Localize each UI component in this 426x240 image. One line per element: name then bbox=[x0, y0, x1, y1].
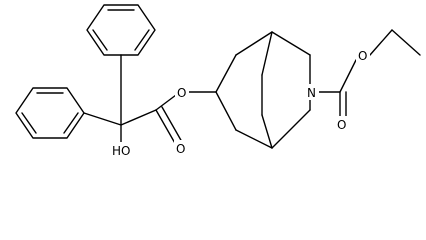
carbonyl-oxygen-label: O bbox=[176, 142, 185, 156]
ethyl-terminal-bond bbox=[391, 29, 421, 56]
bridge-bond-3 bbox=[261, 114, 273, 149]
carbamate-carbonyl-oxygen-label: O bbox=[337, 118, 346, 132]
core-bond-4 bbox=[235, 129, 273, 149]
ester-carbonyl-bond-2 bbox=[161, 106, 183, 143]
left-phenyl-inner-bond-3 bbox=[21, 112, 37, 134]
structure-canvas: HO O O N O O bbox=[15, 4, 421, 158]
ester-oxygen-label: O bbox=[177, 86, 186, 100]
ester-group bbox=[155, 91, 217, 146]
atom-labels: HO O O N O O bbox=[112, 47, 370, 158]
hydroxyl-label: HO bbox=[112, 144, 130, 158]
chemical-structure-drawing: HO O O N O O bbox=[15, 4, 421, 158]
carbamate-group bbox=[317, 29, 421, 119]
carbamate-ether-oxygen-label: O bbox=[358, 49, 367, 63]
core-bond-5 bbox=[271, 31, 311, 56]
ester-carbonyl-bond-1 bbox=[155, 109, 177, 146]
core-bond-1 bbox=[215, 54, 237, 93]
core-bond-7 bbox=[271, 109, 311, 149]
left-phenyl-hexagon bbox=[15, 87, 85, 139]
bond-ether-oxygen-to-ethyl bbox=[369, 29, 393, 56]
upper-phenyl-hexagon bbox=[86, 4, 156, 56]
bond-carbonyl-to-ester-oxygen bbox=[155, 94, 177, 111]
bicyclic-core bbox=[215, 31, 311, 149]
bond-carbonyl-to-ether-oxygen bbox=[339, 59, 357, 93]
upper-phenyl-inner-bond-2 bbox=[134, 29, 150, 51]
core-bond-2 bbox=[235, 31, 273, 56]
bond-left-phenyl-to-central-carbon bbox=[83, 112, 122, 126]
left-phenyl-inner-bond-2 bbox=[63, 112, 79, 134]
nitrogen-label: N bbox=[307, 86, 316, 100]
upper-phenyl-ring bbox=[86, 4, 156, 56]
core-bond-3 bbox=[215, 91, 237, 131]
bond-central-carbon-to-carbonyl bbox=[120, 109, 157, 126]
upper-phenyl-inner-bond-3 bbox=[92, 29, 108, 51]
left-phenyl-ring bbox=[15, 87, 85, 139]
bridge-bond-1 bbox=[261, 31, 273, 76]
benzilic-center bbox=[83, 54, 157, 151]
